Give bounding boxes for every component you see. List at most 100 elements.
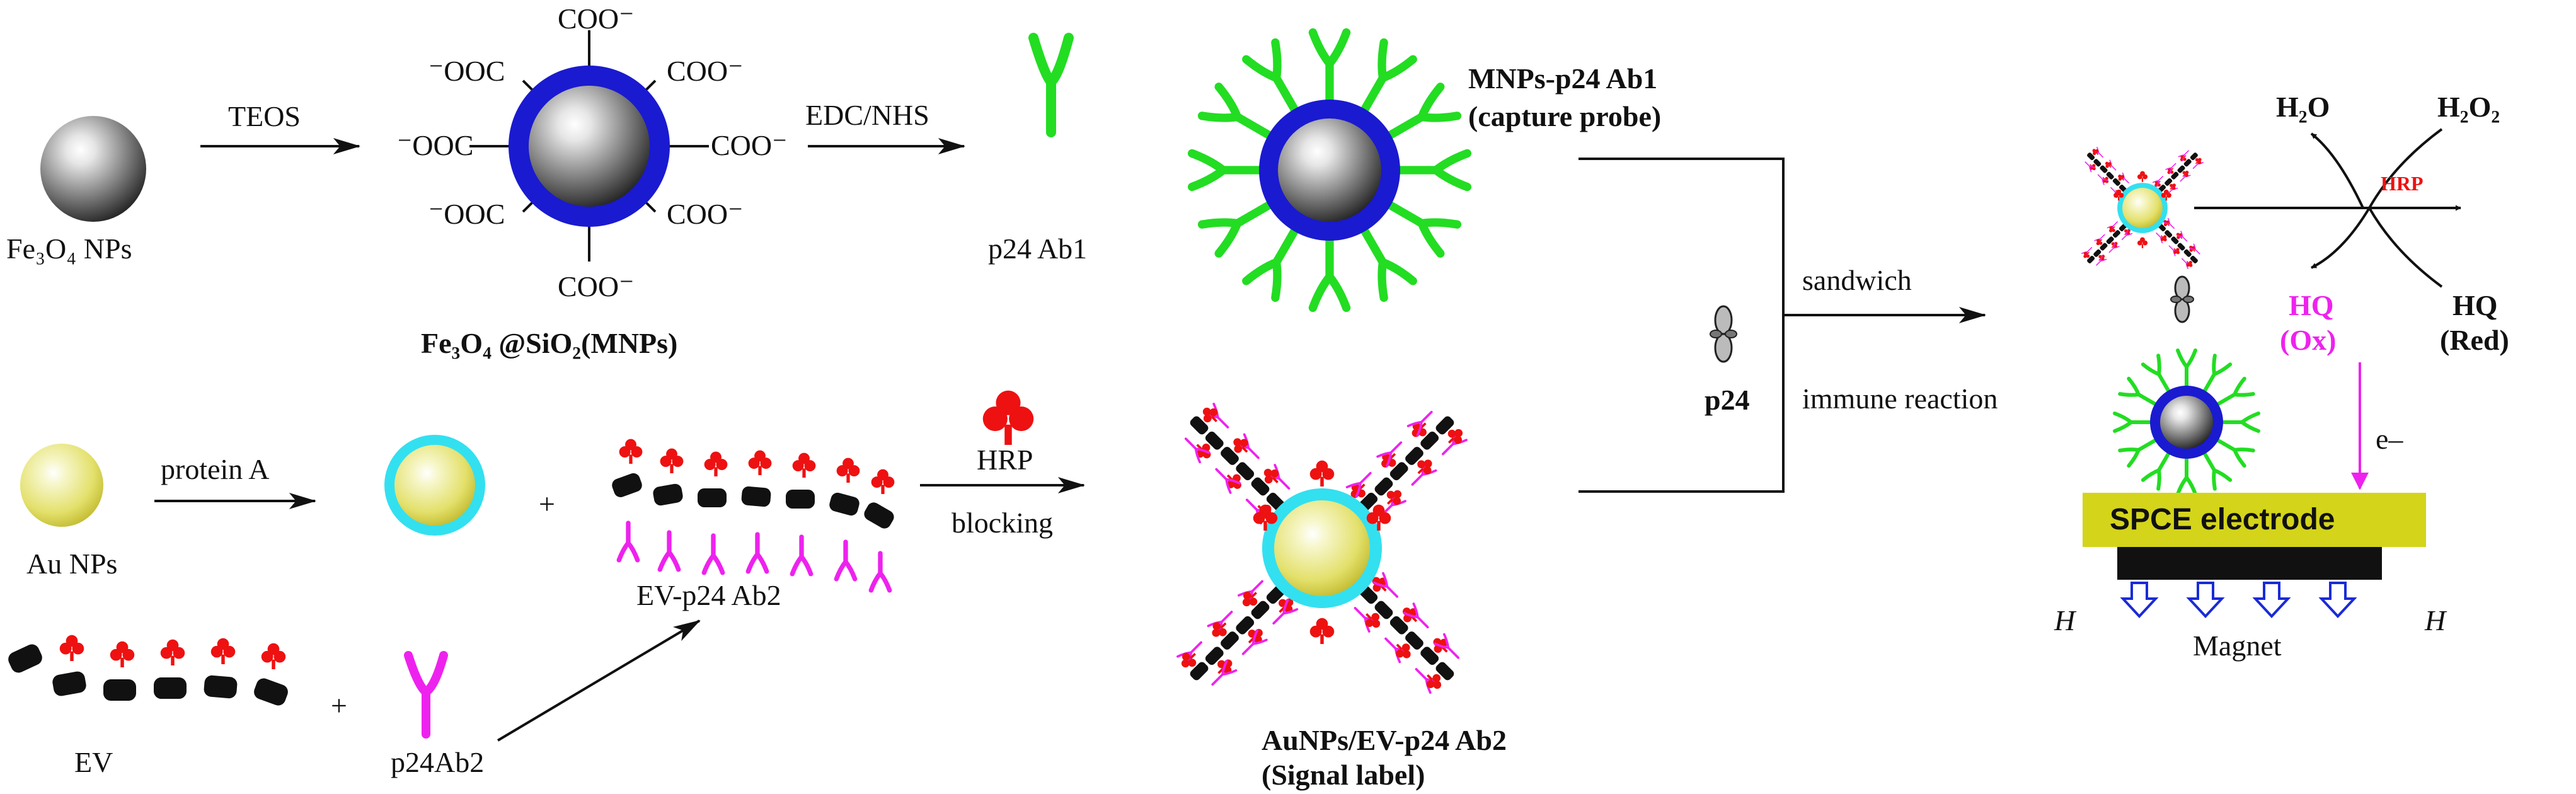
antibody-icon [1308,236,1351,313]
ooc-left: ⁻OOC [397,129,473,161]
protein-a-label: protein A [161,453,269,485]
antibody-icon [1345,471,1372,498]
ev-segment [612,473,642,498]
h2o2-arc [2368,128,2443,209]
antibody-icon [1360,38,1417,113]
magnet-label: Magnet [2193,630,2282,662]
antibody-icon [2178,150,2189,161]
antibody-icon [2216,439,2255,468]
antibody-icon [701,533,725,575]
p24ab2-label: p24Ab2 [391,746,484,778]
hrp-enzyme [982,390,1034,445]
ev-segment [1420,647,1439,665]
ev-segment [2190,152,2198,161]
ev-segment [1190,416,1209,435]
ev-segment [2087,152,2095,161]
magnetic-field-arrows [2120,582,2357,618]
coo-bottom: COO⁻ [558,270,634,302]
antibody-icon [2121,229,2133,240]
ev-segment [2106,236,2114,245]
antibody-icon [1308,28,1351,104]
hrp-icon [660,448,684,473]
hrp-icon [59,635,84,661]
antibody-icon [2163,217,2175,229]
antibody-icon [1211,660,1238,686]
ev-segment [2165,178,2173,186]
ev-segment [2093,249,2102,257]
field-arrow-icon [2186,582,2225,618]
ev-segment [2177,165,2185,173]
h2o-arrow [2310,132,2364,209]
antibody-icon [1403,602,1429,629]
antibody-icon [2165,163,2176,174]
p24-ab1-antibody [1028,33,1074,137]
capture-probe-role: (capture probe) [1468,100,1661,132]
antibody-icon [1197,83,1273,139]
sandwich-label: sandwich [1802,264,1912,296]
hrp-icon [619,439,643,464]
field-arrow-icon [2252,582,2291,618]
hq-red-label-2: (Red) [2440,324,2509,356]
ev-segment [1205,647,1224,665]
ev-segment [2100,243,2108,251]
ev-segment [1405,631,1423,650]
antibody-icon [1396,149,1472,192]
ev-segment [2087,255,2095,263]
antibody-icon [2141,354,2170,393]
hq-red-arc [2368,207,2443,288]
ev-segment [786,490,815,509]
protein-a-coated-au [384,435,485,536]
ev-segment [1435,662,1454,681]
antibody-icon [2108,242,2120,253]
ev-p24-ab2-conjugate [612,439,895,593]
antibody-icon [616,521,640,563]
hq-ox-label-1: HQ [2289,289,2334,321]
ev-segment [653,483,683,506]
hrp-icon [1309,460,1335,486]
antibody-icon [790,534,814,577]
ev-segment [204,675,238,699]
ev-segment [829,492,860,516]
antibody-icon [2141,452,2170,491]
antibody-icon [2216,376,2255,406]
ev-segment [864,502,894,529]
edc-nhs-label: EDC/NHS [805,99,929,131]
ev-segment [1221,631,1239,650]
hq-ox-label-2: (Ox) [2280,324,2336,356]
ev-segment [1389,462,1408,481]
bound-mnp [2113,348,2260,496]
ev-segment [1251,601,1270,619]
hrp-icon [836,457,860,483]
fe3o4-nanoparticle [40,116,146,222]
ev-segment [2183,159,2192,167]
coo-upper-right: COO⁻ [667,55,743,87]
hrp-icon [210,638,236,664]
au-np-label: Au NPs [26,548,117,580]
antibody-icon [1272,599,1299,625]
h2o2-label: H₂O₂ [2437,91,2500,123]
antibody-icon [1386,201,1462,258]
antibody-icon [2097,174,2108,185]
ev-segment [52,671,86,696]
antibody-icon [1242,227,1299,302]
hrp-icon [748,450,772,475]
ev-segment [254,678,288,706]
antibody-icon [2118,439,2157,468]
antibody-icon [745,532,769,574]
antibody-icon [2203,452,2233,491]
hrp-icon [2137,171,2148,182]
antibody-icon [1434,633,1460,659]
ev-segment [1420,431,1439,450]
signal-label-role: (Signal label) [1262,759,1425,791]
fe3o4-sio2-label: Fe₃O₄ @SiO₂(MNPs) [421,327,677,359]
ev-segment [1251,477,1270,496]
ev-segment [1435,416,1454,435]
antibody-icon [2176,457,2197,496]
coo-top: COO⁻ [558,3,634,35]
ev-segment [1374,601,1393,619]
ev-p24-ab2-label: EV-p24 Ab2 [636,579,781,611]
antibody-icon [657,530,681,572]
ev-segment [1405,447,1423,465]
fe3o4-np-label: Fe₃O₄ NPs [6,233,132,265]
